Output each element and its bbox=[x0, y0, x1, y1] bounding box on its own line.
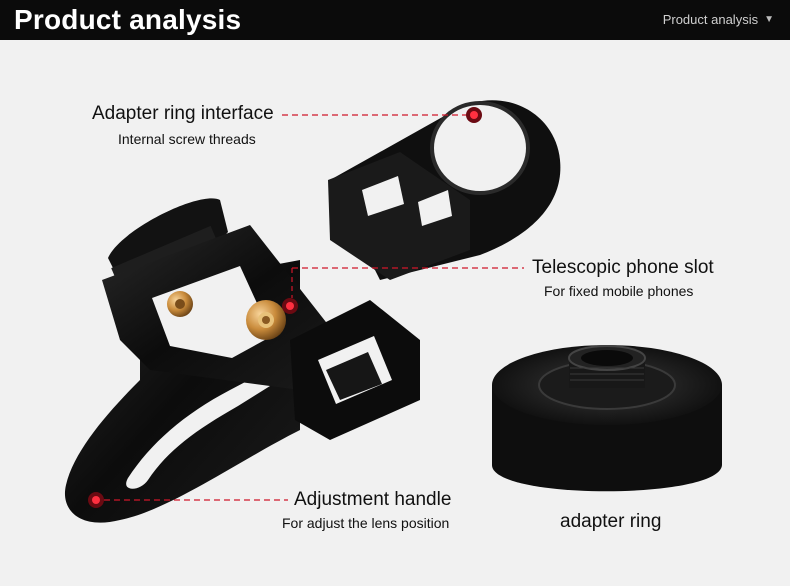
brass-screw-lower bbox=[246, 300, 286, 340]
callout-adapter-ring-interface bbox=[282, 107, 482, 123]
phone-holder bbox=[64, 100, 561, 523]
callout-subtitle-adapter-ring-interface: Internal screw threads bbox=[118, 131, 256, 147]
adapter-ring bbox=[492, 345, 722, 492]
callout-telescopic-phone-slot bbox=[282, 267, 524, 314]
callout-title-adjustment-handle: Adjustment handle bbox=[294, 489, 452, 510]
nav-label: Product analysis bbox=[662, 12, 759, 27]
product-illustration bbox=[64, 100, 722, 523]
callout-subtitle-telescopic-phone-slot: For fixed mobile phones bbox=[544, 283, 694, 299]
chevron-down-icon: ▼ bbox=[764, 14, 774, 25]
brass-screw-upper bbox=[167, 291, 193, 317]
header-bar: Product analysis Product analysis ▼ bbox=[0, 0, 790, 40]
product-analysis-nav[interactable]: Product analysis ▼ bbox=[663, 12, 774, 28]
product-stage: Adapter ring interface Internal screw th… bbox=[0, 40, 790, 586]
callout-title-telescopic-phone-slot: Telescopic phone slot bbox=[532, 257, 714, 278]
callout-adjustment-handle bbox=[88, 492, 288, 508]
callout-subtitle-adjustment-handle: For adjust the lens position bbox=[282, 515, 450, 531]
page-title: Product analysis bbox=[14, 4, 242, 35]
adapter-ring-label: adapter ring bbox=[560, 511, 662, 532]
callout-title-adapter-ring-interface: Adapter ring interface bbox=[92, 103, 274, 124]
